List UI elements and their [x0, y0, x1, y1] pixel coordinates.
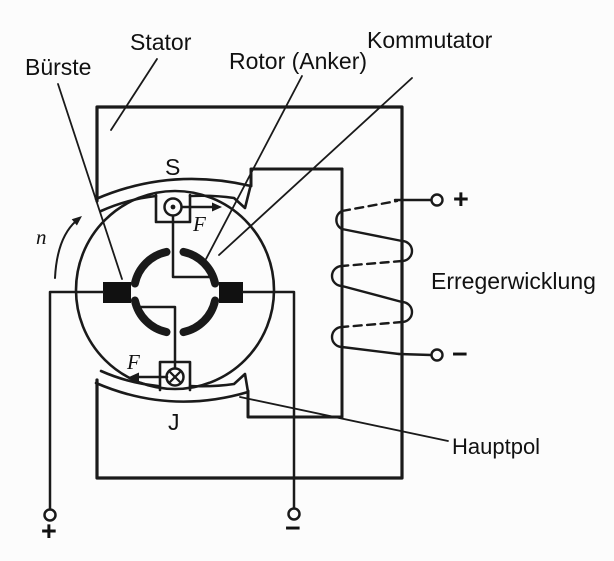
label-erregerwicklung: Erregerwicklung [431, 268, 596, 294]
field-terminal-plus-sign: + [453, 184, 469, 214]
field-terminal-minus-sign: − [452, 339, 468, 369]
force-arrow-bottom [129, 372, 169, 382]
conductor-bottom-current-in [165, 367, 185, 387]
label-kommutator: Kommutator [367, 27, 493, 53]
armature-supply-line-right [241, 290, 296, 510]
commutator-ring [130, 247, 220, 337]
rotation-speed-label: n [36, 225, 47, 249]
pole-marking-top: S [165, 154, 180, 180]
conductor-top-current-out [163, 197, 183, 217]
field-coil [330, 193, 444, 362]
armature-terminal-minus-sign: − [285, 513, 301, 543]
brush-left [103, 282, 131, 303]
label-stator: Stator [130, 29, 192, 55]
rotation-arrow [54, 216, 82, 279]
label-hauptpol: Hauptpol [452, 434, 540, 459]
pole-marking-bottom: J [168, 409, 180, 435]
armature-supply-line-left [48, 290, 105, 511]
force-label-top: F [192, 212, 206, 236]
commutator-connection-top [171, 214, 211, 279]
rotor-circle [74, 189, 276, 391]
stator-leader-line [110, 58, 158, 131]
armature-terminal-minus-circle [287, 507, 301, 521]
brush-right [219, 282, 243, 303]
field-terminal-plus-circle [430, 193, 444, 207]
label-rotor: Rotor (Anker) [229, 48, 367, 74]
field-terminal-minus-circle [430, 348, 444, 362]
force-label-bottom: F [126, 350, 140, 374]
hauptpol-leader-line [239, 396, 449, 442]
label-buerste: Bürste [25, 54, 91, 80]
kommutator-leader-line [218, 77, 413, 256]
armature-terminal-plus-sign: + [41, 516, 57, 546]
main-pole-top [94, 177, 253, 224]
commutator-connection-bottom [138, 305, 177, 370]
buerste-leader-line [57, 83, 123, 280]
armature-terminal-plus-circle [43, 508, 57, 522]
rotor-leader-line [205, 75, 303, 260]
force-arrow-top [180, 202, 222, 212]
